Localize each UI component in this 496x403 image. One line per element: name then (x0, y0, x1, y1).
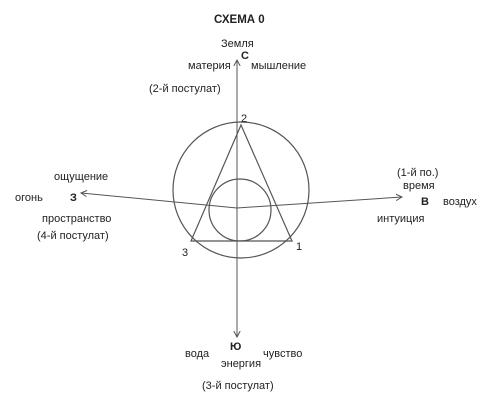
south-element: вода (185, 348, 210, 360)
west-letter: З (70, 192, 77, 204)
north-postulate: (2-й постулат) (149, 83, 221, 95)
east-letter: В (421, 196, 429, 208)
outer-circle (172, 121, 310, 259)
vertex-label-bottom-right: 1 (296, 241, 303, 253)
vertex-label-top: 2 (241, 113, 248, 125)
west-element: огонь (15, 192, 43, 204)
south-postulate: (3-й постулат) (202, 380, 274, 392)
south-letter: Ю (230, 341, 242, 353)
north-left-label: материя (188, 60, 231, 72)
east-lower-label: интуиция (377, 213, 425, 225)
inner-circle (208, 178, 272, 242)
east-upper-label: (1-й по.) (397, 167, 439, 179)
triangle (190, 123, 293, 242)
vertex-label-bottom-left: 3 (182, 247, 189, 259)
west-lower-label: пространство (42, 213, 112, 225)
diagram-title: СХЕМА 0 (214, 14, 265, 26)
north-element: Земля (221, 38, 254, 50)
east-upper-label-2: время (403, 180, 435, 192)
axis-east (236, 197, 402, 209)
south-right-label: чувство (263, 348, 303, 360)
north-letter: С (241, 50, 249, 62)
north-right-label: мышление (251, 60, 307, 72)
east-element: воздух (443, 196, 477, 208)
axis-west (81, 193, 238, 209)
west-postulate: (4-й постулат) (37, 230, 109, 242)
west-upper-label: ощущение (54, 171, 109, 183)
south-lower-label: энергия (221, 358, 262, 370)
